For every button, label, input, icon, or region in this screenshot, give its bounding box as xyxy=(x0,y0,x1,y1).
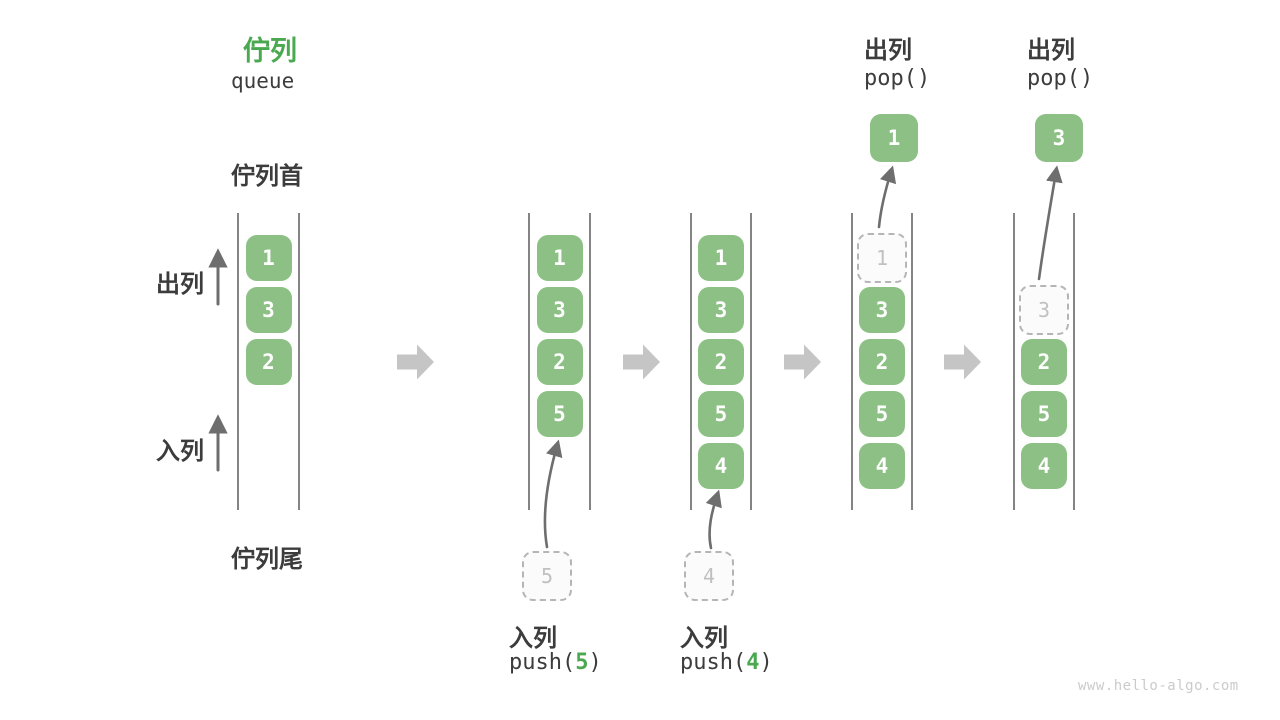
operation-label: 入列 xyxy=(680,625,728,652)
queue-element: 2 xyxy=(536,339,583,385)
flow-arrow-icon xyxy=(944,344,981,380)
pop-3-arrow-icon xyxy=(1037,165,1063,281)
pop-1-arrow-icon xyxy=(877,165,897,229)
incoming-element: 5 xyxy=(522,551,572,601)
queue-element: 3 xyxy=(698,287,744,333)
push-4-arrow-icon xyxy=(705,489,722,550)
flow-arrow-icon xyxy=(784,344,821,380)
push-5-arrow-icon xyxy=(543,439,563,549)
operation-code: pop() xyxy=(864,66,931,91)
incoming-element: 4 xyxy=(684,551,734,601)
queue-element: 3 xyxy=(245,287,292,333)
queue-element: 2 xyxy=(698,339,744,385)
operation-code: push(5) xyxy=(509,650,602,675)
diagram-subtitle: queue xyxy=(231,69,295,93)
operation-code: pop() xyxy=(1027,66,1094,91)
queue-element: 4 xyxy=(1021,443,1067,489)
queue-element: 5 xyxy=(698,391,744,437)
queue-element: 4 xyxy=(859,443,905,489)
queue-element: 5 xyxy=(1021,391,1067,437)
operation-label: 出列 xyxy=(864,37,912,64)
queue-rear-label: 佇列尾 xyxy=(231,546,303,573)
queue-element: 2 xyxy=(859,339,905,385)
queue-element: 2 xyxy=(1021,339,1067,385)
operation-label: 入列 xyxy=(509,625,557,652)
watermark: www.hello-algo.com xyxy=(1078,678,1239,694)
queue-element: 2 xyxy=(245,339,292,385)
flow-arrow-icon xyxy=(397,344,434,380)
dequeue-side-label: 出列 xyxy=(156,271,204,298)
queue-front-label: 佇列首 xyxy=(231,163,303,190)
enqueue-side-label: 入列 xyxy=(156,438,204,465)
queue-element: 4 xyxy=(698,443,744,489)
queue-element: 3 xyxy=(859,287,905,333)
queue-element: 1 xyxy=(245,235,292,281)
flow-arrow-icon xyxy=(623,344,660,380)
queue-element: 5 xyxy=(536,391,583,437)
queue-element: 5 xyxy=(859,391,905,437)
diagram-title: 佇列 xyxy=(243,36,297,66)
queue-element: 3 xyxy=(536,287,583,333)
operation-code: push(4) xyxy=(680,650,773,675)
operation-label: 出列 xyxy=(1027,37,1075,64)
popped-element: 3 xyxy=(1035,114,1083,162)
queue-element: 1 xyxy=(698,235,744,281)
ghost-element: 3 xyxy=(1019,285,1069,335)
queue-element: 1 xyxy=(536,235,583,281)
ghost-element: 1 xyxy=(857,233,907,283)
popped-element: 1 xyxy=(870,114,918,162)
